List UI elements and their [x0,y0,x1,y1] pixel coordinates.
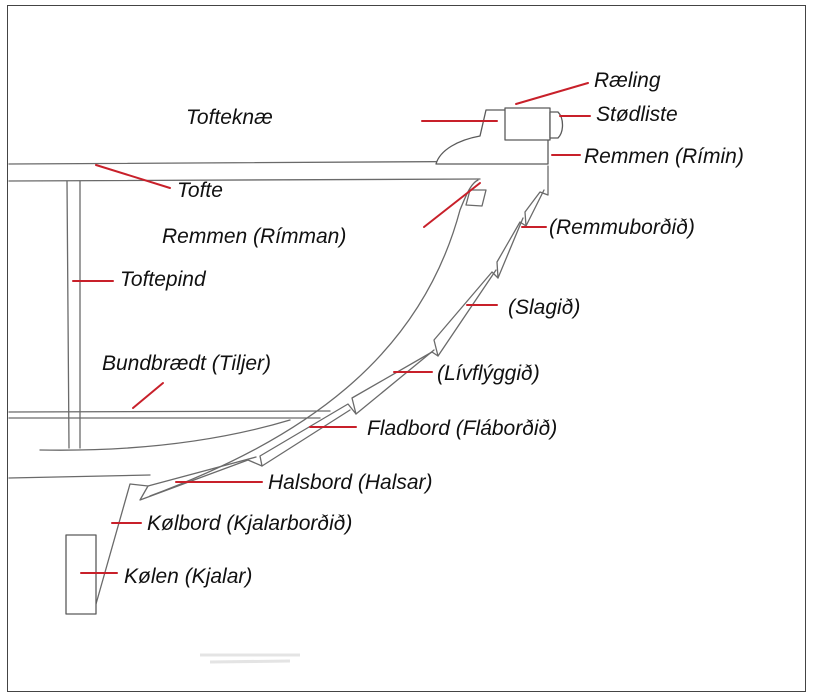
label-halsbord: Halsbord (Halsar) [268,471,433,494]
thwart-pillar-drawing [66,180,81,449]
leader-raeling [515,82,589,105]
rubbing-strip-drawing [549,111,564,139]
label-tofteknae: Tofteknæ [186,106,273,129]
leader-lines [72,82,591,574]
leader-remmen-rimman [423,182,481,228]
label-bundbraedt: Bundbrædt (Tiljer) [102,352,272,375]
bottom-line-drawing [39,419,291,451]
inner-bottom-line-drawing [8,474,151,479]
label-livflyggid: (Lívflýggið) [437,362,540,385]
label-kolen: Kølen (Kjalar) [124,565,253,588]
label-raeling: Ræling [594,69,661,92]
label-remmubordid: (Remmuborðið) [549,216,695,239]
leader-tofte [95,164,171,189]
faint-sketch-marks [200,653,300,664]
plank-seams-drawing [147,189,545,487]
floorboard-drawing [8,410,331,419]
diagram-frame [7,5,806,692]
leader-bundbraedt [132,382,164,409]
gunwale-drawing [504,107,551,141]
label-remmen-rimin: Remmen (Rímin) [584,145,744,168]
label-stodliste: Stødliste [596,103,678,126]
keel-drawing [65,534,97,615]
label-remmen-rimman: Remmen (Rímman) [162,225,347,248]
label-fladbord: Fladbord (Fláborðið) [367,417,558,440]
label-kolbord: Kølbord (Kjalarborðið) [147,512,353,535]
hull-outer-curve-drawing [95,165,549,605]
inwale-block-drawing [465,189,487,207]
label-tofte: Tofte [177,179,223,202]
label-slagid: (Slagið) [508,296,581,319]
label-toftepind: Toftepind [120,268,206,291]
